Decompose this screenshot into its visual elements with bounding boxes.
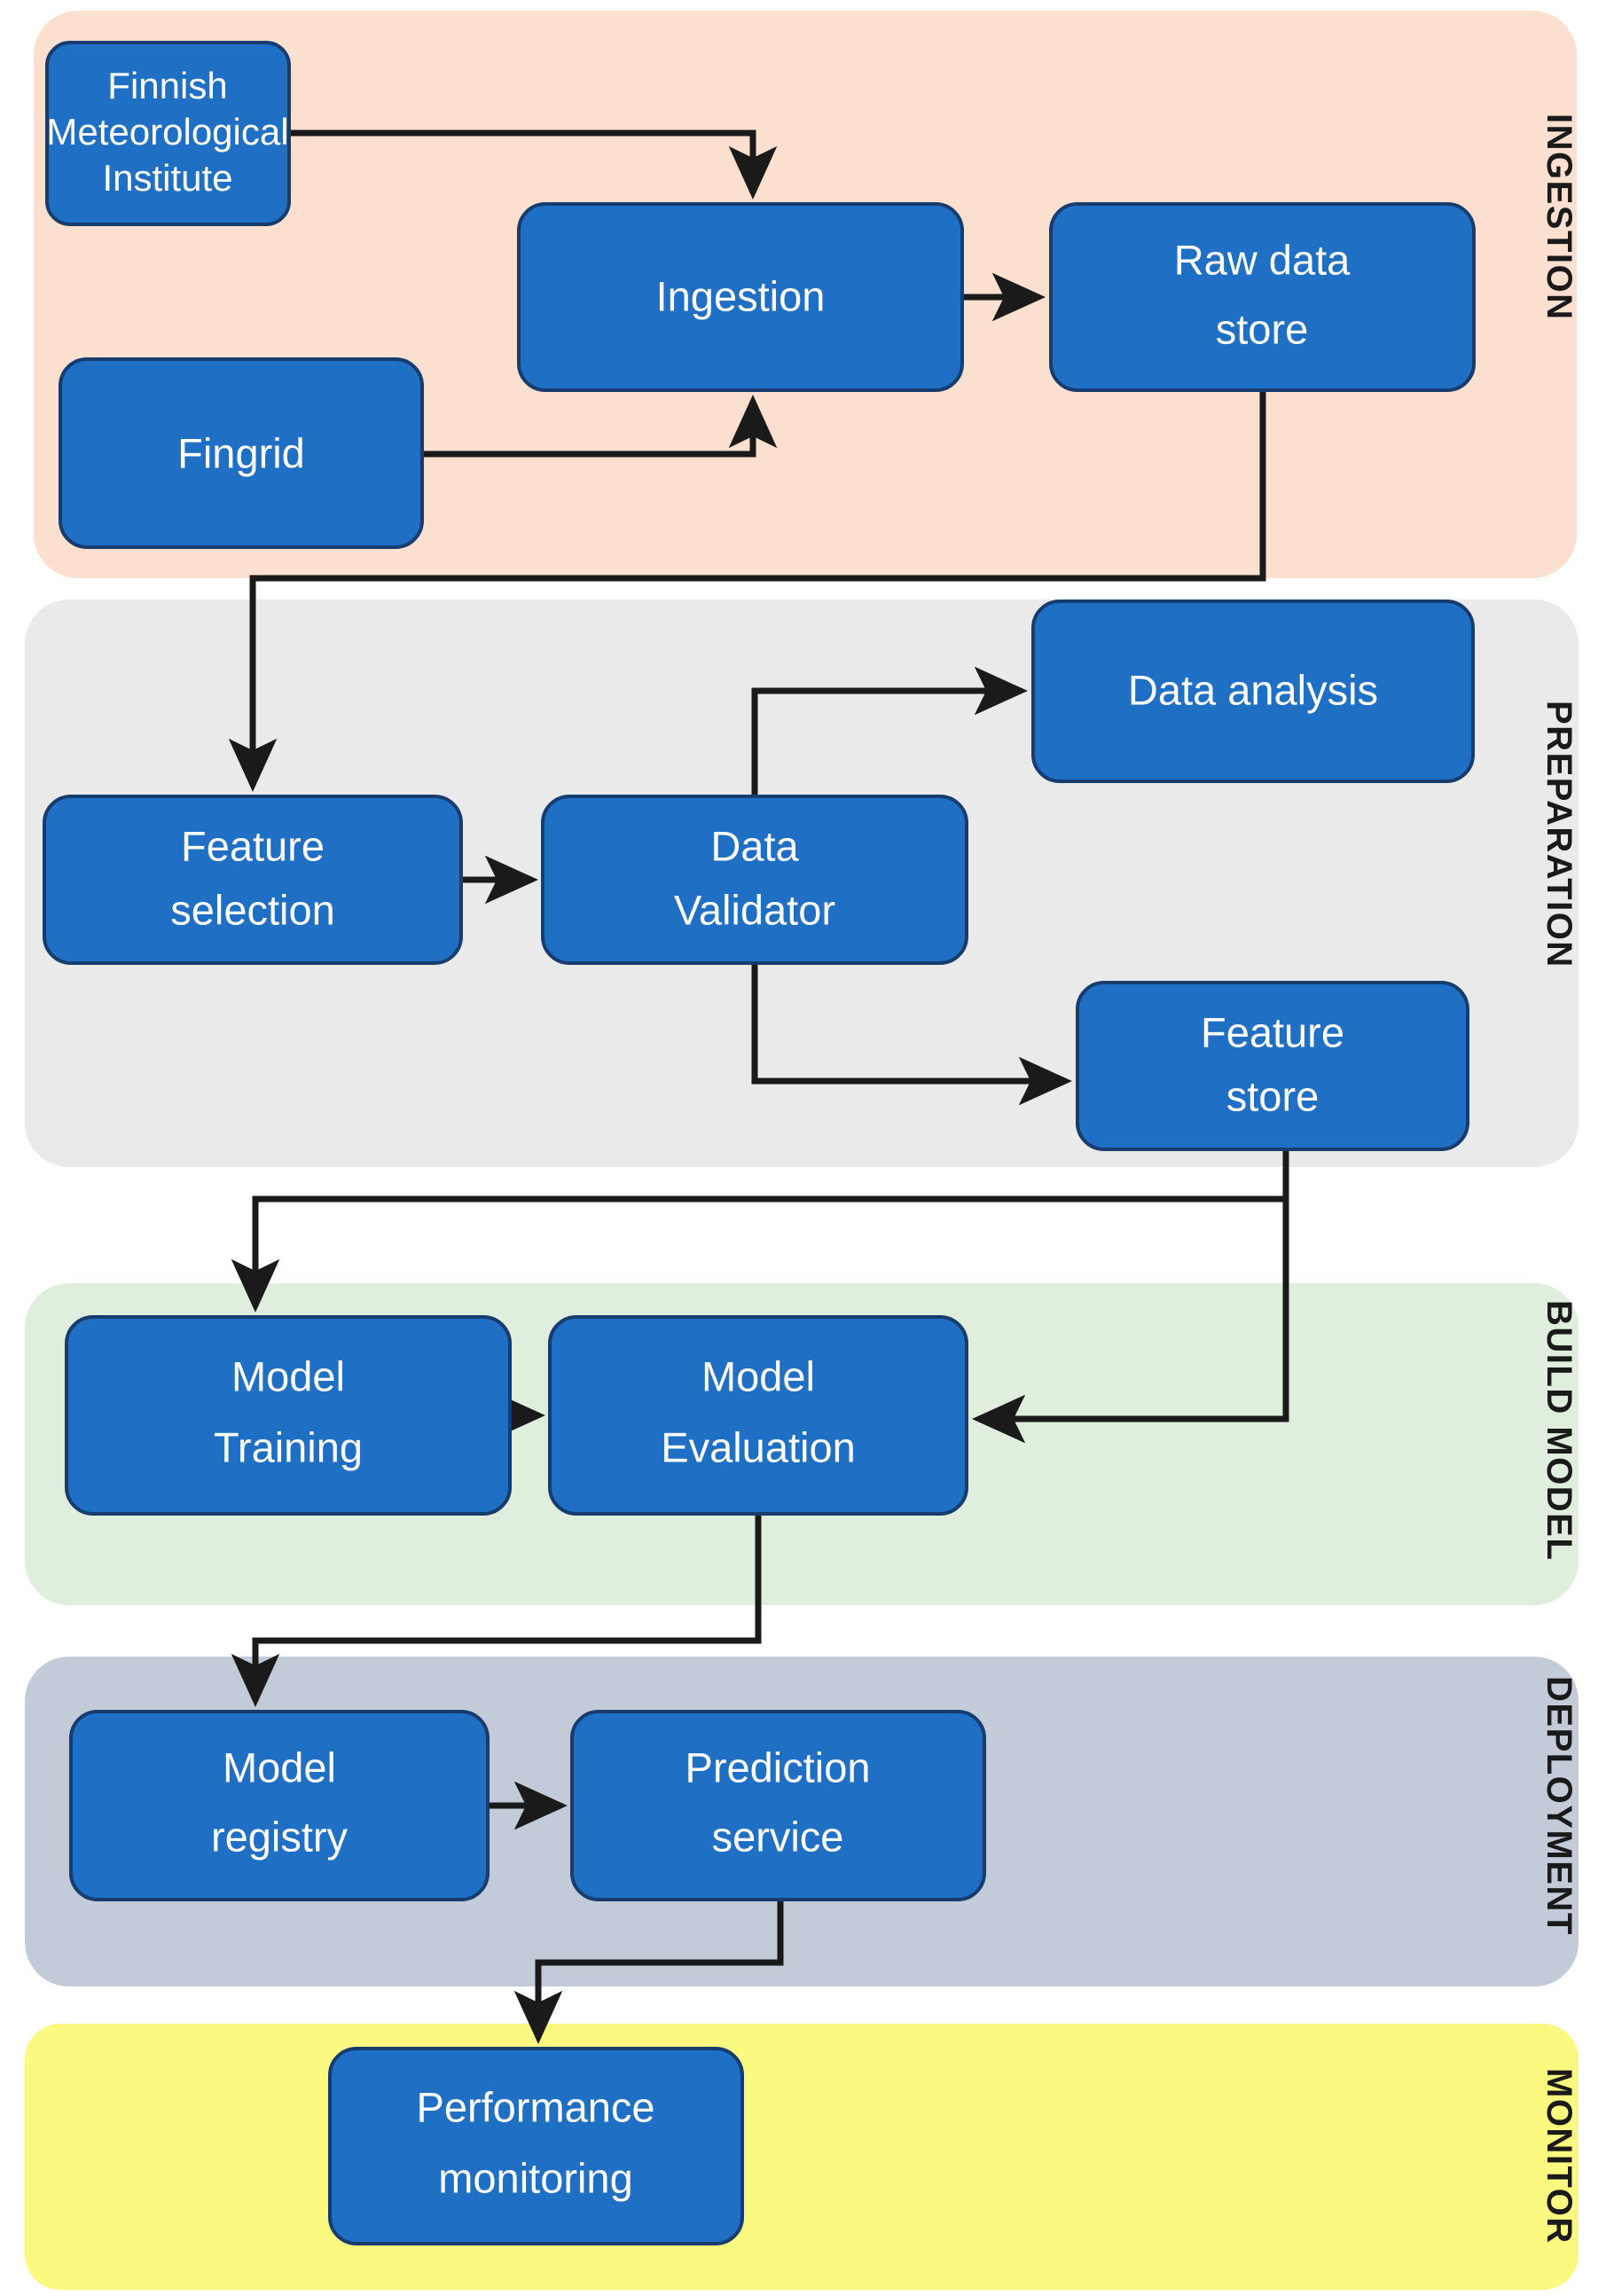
node-label-line: Model — [231, 1352, 345, 1399]
node-label-line: Ingestion — [656, 272, 826, 319]
band-label-monitor: MONITOR — [1539, 2068, 1579, 2245]
node-finnish-meteorological-institute[interactable]: Finnish Meteorological Institute — [45, 41, 291, 226]
node-data-analysis[interactable]: Data analysis — [1031, 599, 1475, 783]
edge-modeleval-to-modelreg — [231, 1514, 762, 1708]
node-label-line: Data analysis — [1128, 666, 1378, 713]
node-label-line: store — [1216, 305, 1309, 352]
node-label-line: selection — [170, 886, 335, 933]
edge-datavalid-to-featstore — [751, 963, 1073, 1106]
node-model-training[interactable]: Model Training — [65, 1315, 512, 1516]
band-label-preparation: PREPARATION — [1539, 701, 1579, 968]
edge-featstore-to-modeltrain — [231, 1149, 1289, 1313]
node-label-line: Institute — [102, 157, 232, 199]
node-prediction-service[interactable]: Prediction service — [570, 1710, 986, 1901]
node-label-line: Raw data — [1174, 236, 1351, 283]
edge-featstore-to-modeleval — [971, 1149, 1289, 1444]
band-monitor — [25, 2024, 1579, 2290]
band-label-build-model: BUILD MODEL — [1539, 1300, 1579, 1561]
node-model-evaluation[interactable]: Model Evaluation — [548, 1315, 968, 1516]
node-label-line: Model — [223, 1744, 336, 1791]
node-label-line: Meteorological — [46, 111, 288, 153]
nodes-group: Finnish Meteorological Institute Fingrid… — [43, 41, 1476, 2245]
node-box[interactable] — [45, 41, 291, 226]
node-label-line: Feature — [1201, 1008, 1344, 1055]
node-box[interactable] — [517, 202, 964, 392]
node-label-line: Validator — [674, 886, 835, 933]
node-label-line: Feature — [181, 822, 325, 869]
node-label-line: Performance — [416, 2083, 654, 2130]
node-box[interactable] — [1076, 981, 1469, 1151]
node-label-line: Training — [214, 1423, 363, 1470]
node-box[interactable] — [43, 795, 463, 965]
node-box[interactable] — [59, 357, 424, 549]
node-box[interactable] — [570, 1710, 986, 1901]
node-box[interactable] — [328, 2047, 744, 2245]
edge-predservice-to-perfmon — [513, 1900, 784, 2045]
edges-group — [228, 129, 1289, 2045]
node-box[interactable] — [69, 1710, 490, 1901]
node-box[interactable] — [1031, 599, 1475, 783]
node-label-line: monitoring — [438, 2154, 632, 2201]
edge-fmi-to-ingestion — [289, 129, 778, 200]
node-label-line: store — [1226, 1072, 1320, 1119]
band-labels: INGESTION PREPARATION BUILD MODEL DEPLOY… — [1539, 114, 1579, 2245]
node-box[interactable] — [65, 1315, 512, 1516]
node-label-line: Prediction — [685, 1744, 871, 1791]
node-box[interactable] — [1049, 202, 1476, 392]
node-data-validator[interactable]: Data Validator — [541, 795, 968, 965]
node-feature-store[interactable]: Feature store — [1076, 981, 1469, 1151]
node-label-line: service — [712, 1813, 844, 1860]
edge-datavalid-to-dataanalysis — [751, 666, 1029, 796]
node-label-line: Evaluation — [661, 1423, 856, 1470]
edge-rawstore-to-featsel — [228, 390, 1266, 793]
node-performance-monitoring[interactable]: Performance monitoring — [328, 2047, 744, 2245]
node-label-line: Finnish — [107, 65, 227, 106]
node-ingestion[interactable]: Ingestion — [517, 202, 964, 392]
node-raw-data-store[interactable]: Raw data store — [1049, 202, 1476, 392]
node-label-line: Model — [701, 1352, 815, 1399]
node-label-line: Fingrid — [177, 429, 305, 476]
band-label-deployment: DEPLOYMENT — [1539, 1676, 1579, 1936]
node-label-line: registry — [211, 1813, 349, 1860]
node-model-registry[interactable]: Model registry — [69, 1710, 490, 1901]
node-label-line: Data — [710, 822, 799, 869]
edge-fingrid-to-ingestion — [422, 394, 778, 458]
band-label-ingestion: INGESTION — [1539, 114, 1579, 321]
node-box[interactable] — [548, 1315, 968, 1516]
node-box[interactable] — [541, 795, 968, 965]
node-fingrid[interactable]: Fingrid — [59, 357, 424, 549]
node-feature-selection[interactable]: Feature selection — [43, 795, 463, 965]
